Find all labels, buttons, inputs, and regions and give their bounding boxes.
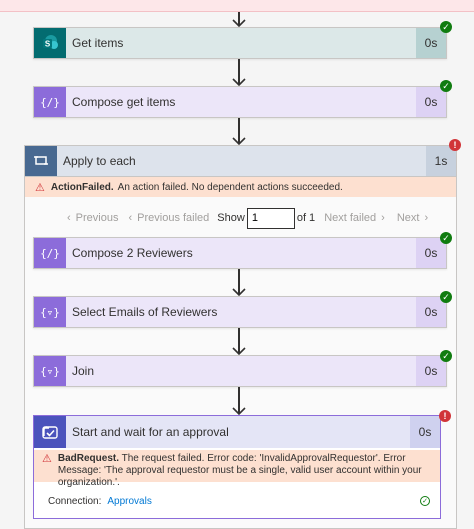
select-emails-card[interactable]: {▿} Select Emails of Reviewers 0s <box>33 296 447 328</box>
compose-icon: {∕} <box>34 87 66 117</box>
show-label: Show <box>217 212 245 224</box>
previous-label: Previous <box>75 212 119 224</box>
get-items-duration: 0s <box>416 28 446 58</box>
join-duration: 0s <box>416 356 446 386</box>
join-icon: {▿} <box>34 356 66 386</box>
warning-icon: ⚠ <box>42 453 52 465</box>
loop-icon <box>25 146 57 176</box>
approval-icon <box>34 416 66 448</box>
compose-reviewers-card[interactable]: {∕} Compose 2 Reviewers 0s <box>33 237 447 269</box>
of-total-label: of 1 <box>296 212 316 224</box>
flow-arrow <box>232 12 246 27</box>
flow-arrow <box>232 387 246 415</box>
success-check-icon: ✓ <box>440 232 452 244</box>
error-message: An action failed. No dependent actions s… <box>117 181 343 193</box>
error-icon: ! <box>439 410 451 422</box>
compose-icon: {∕} <box>34 238 66 268</box>
select-emails-duration: 0s <box>416 297 446 327</box>
error-code: ActionFailed. <box>50 181 114 193</box>
iteration-input[interactable] <box>246 207 295 229</box>
previous-button[interactable]: ‹ Previous <box>67 212 118 224</box>
connection-link[interactable]: Approvals <box>107 495 152 507</box>
apply-to-each-title: Apply to each <box>57 146 426 176</box>
chevron-left-icon: ‹ <box>128 212 133 224</box>
action-failed-banner: ⚠ ActionFailed. An action failed. No dep… <box>25 177 456 197</box>
apply-to-each-duration: 1s <box>426 146 456 176</box>
bad-request-code: BadRequest. <box>57 453 119 464</box>
approval-title: Start and wait for an approval <box>66 416 410 448</box>
connection-ok-icon: ✓ <box>420 496 430 506</box>
svg-text:S: S <box>45 40 51 49</box>
approval-duration: 0s <box>410 416 440 448</box>
compose-reviewers-duration: 0s <box>416 238 446 268</box>
iteration-pager: ‹ Previous ‹ Previous failed Show of 1 N… <box>25 206 456 230</box>
select-emails-title: Select Emails of Reviewers <box>66 297 416 327</box>
success-check-icon: ✓ <box>440 350 452 362</box>
bad-request-banner: ⚠ BadRequest. The request failed. Error … <box>34 450 440 488</box>
approval-card[interactable]: Start and wait for an approval 0s ⚠ BadR… <box>33 415 441 519</box>
flow-arrow <box>232 328 246 355</box>
connection-row: Connection: Approvals ✓ <box>34 486 440 516</box>
success-check-icon: ✓ <box>440 21 452 33</box>
join-card[interactable]: {▿} Join 0s <box>33 355 447 387</box>
sharepoint-icon: S <box>34 28 66 58</box>
next-failed-button[interactable]: Next failed › <box>324 212 385 224</box>
next-label: Next <box>396 212 420 224</box>
approval-header[interactable]: Start and wait for an approval 0s <box>34 416 440 448</box>
next-failed-label: Next failed <box>324 212 377 224</box>
get-items-title: Get items <box>66 28 416 58</box>
connection-label: Connection: <box>48 495 102 507</box>
next-button[interactable]: Next › <box>397 212 428 224</box>
previous-failed-button[interactable]: ‹ Previous failed <box>128 212 209 224</box>
flow-arrow <box>232 118 246 145</box>
compose-get-items-title: Compose get items <box>66 87 416 117</box>
warning-icon: ⚠ <box>35 181 45 194</box>
compose-reviewers-title: Compose 2 Reviewers <box>66 238 416 268</box>
select-icon: {▿} <box>34 297 66 327</box>
chevron-right-icon: › <box>381 212 385 224</box>
error-icon: ! <box>449 139 461 151</box>
success-check-icon: ✓ <box>440 80 452 92</box>
compose-get-items-duration: 0s <box>416 87 446 117</box>
flow-arrow <box>232 59 246 86</box>
previous-failed-label: Previous failed <box>137 212 210 224</box>
success-check-icon: ✓ <box>440 291 452 303</box>
chevron-right-icon: › <box>424 212 429 224</box>
bad-request-message: The request failed. Error code: 'Invalid… <box>57 453 422 488</box>
previous-step-error-strip <box>0 0 474 12</box>
apply-to-each-header[interactable]: Apply to each 1s <box>24 145 457 177</box>
flow-arrow <box>232 269 246 296</box>
join-title: Join <box>66 356 416 386</box>
get-items-card[interactable]: S Get items 0s <box>33 27 447 59</box>
chevron-left-icon: ‹ <box>67 212 71 224</box>
compose-get-items-card[interactable]: {∕} Compose get items 0s <box>33 86 447 118</box>
